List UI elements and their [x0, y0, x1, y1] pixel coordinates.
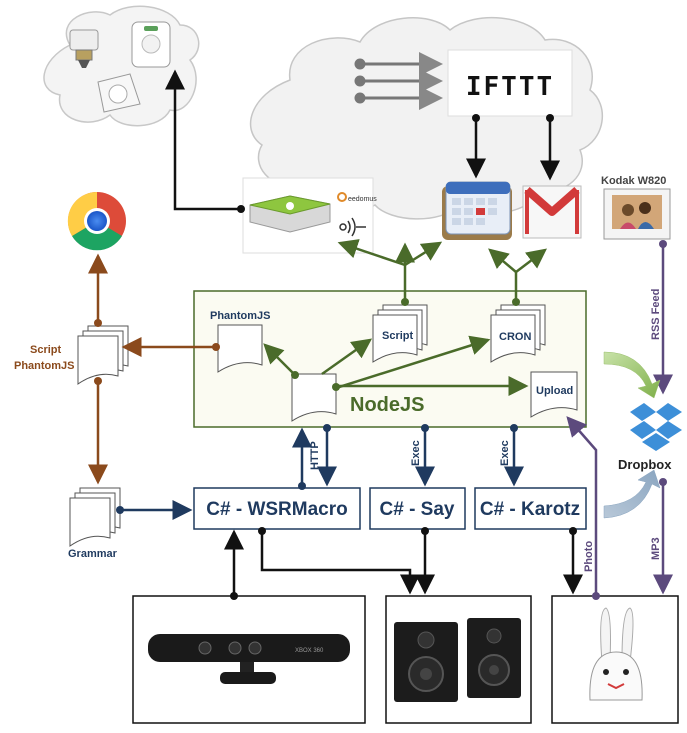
exec-label-karotz: Exec	[499, 440, 511, 466]
script-to-cloud-arrows	[337, 239, 443, 306]
photo-label: Photo	[583, 541, 595, 572]
calendar-icon	[442, 181, 512, 240]
cron-label: CRON	[499, 331, 531, 343]
smart-plug-icon	[131, 21, 171, 68]
ifttt-output-arrows	[466, 114, 560, 181]
grammar-label: Grammar	[68, 548, 118, 560]
script-phantomjs-doc-stack	[77, 325, 129, 385]
karotz-box: C# - Karotz	[474, 487, 587, 530]
cron-doc-stack: CRON	[490, 304, 546, 363]
ifttt-logo: IFTTT	[466, 72, 554, 102]
dropbox-to-karotz-curve	[603, 469, 661, 519]
say-box: C# - Say	[369, 487, 466, 530]
http-label: HTTP	[309, 441, 321, 470]
eedomus-box: eedomus	[242, 177, 377, 254]
eedomus-logo: eedomus	[348, 196, 377, 203]
rss-feed-label: RSS Feed	[650, 289, 662, 340]
kinect-sensor-icon: XBOX 360	[148, 634, 350, 684]
wsrmacro-label: C# - WSRMacro	[206, 499, 347, 520]
karotz-rabbit-icon	[589, 607, 643, 701]
nodejs-main-doc	[291, 373, 337, 422]
upload-doc: Upload	[530, 371, 578, 418]
bulb-socket-icon	[69, 29, 99, 68]
say-label: C# - Say	[380, 499, 455, 520]
purple-arrows	[566, 240, 673, 600]
bottom-black-arrows	[224, 527, 583, 600]
mp3-label: MP3	[650, 537, 662, 560]
nodejs-internal-arrows	[263, 335, 529, 396]
motion-sensor-icon	[97, 73, 141, 113]
dropbox-icon	[630, 403, 682, 451]
upload-to-dropbox-curve	[603, 351, 661, 399]
kodak-frame: Kodak W820	[601, 175, 671, 240]
devices-cloud	[43, 5, 200, 127]
script-label: Script	[382, 330, 414, 342]
zwave-icon	[339, 217, 366, 237]
ifttt-input-arrows	[354, 52, 443, 110]
script-phantomjs-label-1: Script	[30, 344, 62, 356]
cron-to-cloud-arrows	[488, 248, 547, 306]
phantomjs-label: PhantomJS	[210, 310, 271, 322]
navy-arrows	[116, 424, 524, 520]
phantomjs-brown-arrows	[88, 253, 220, 485]
chrome-icon	[67, 191, 126, 251]
dropbox-label: Dropbox	[618, 457, 672, 472]
phantomjs-doc: PhantomJS	[210, 310, 271, 373]
ifttt-service: IFTTT	[447, 49, 573, 117]
speakers-icon	[394, 618, 521, 702]
eedomus-to-devices-arrow	[165, 69, 245, 213]
karotz-label: C# - Karotz	[480, 499, 580, 520]
kodak-label: Kodak W820	[601, 175, 666, 187]
nodejs-label: NodeJS	[350, 394, 424, 416]
kinect-brand-label: XBOX 360	[295, 648, 324, 654]
script-phantomjs-label-2: PhantomJS	[14, 360, 75, 372]
gmail-icon	[522, 185, 582, 239]
upload-label: Upload	[536, 385, 573, 397]
script-doc-stack: Script	[372, 304, 428, 363]
wsrmacro-box: C# - WSRMacro	[193, 487, 361, 530]
grammar-doc-stack	[69, 487, 121, 547]
exec-label-say: Exec	[410, 440, 422, 466]
